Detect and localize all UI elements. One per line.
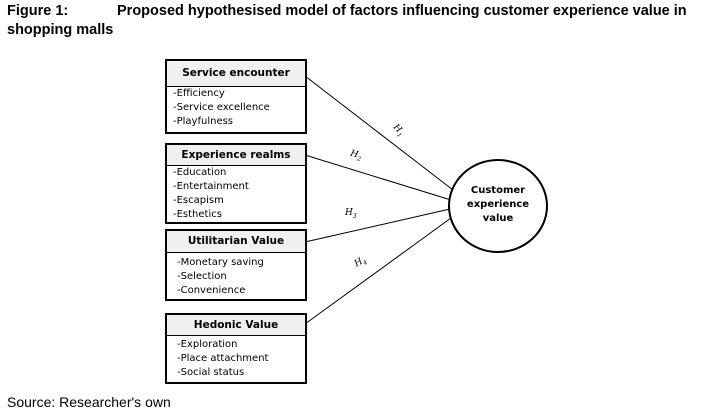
title-line-2: shopping malls <box>7 22 114 38</box>
box-item: -Exploration <box>177 339 238 350</box>
box-item: -Playfulness <box>173 116 234 127</box>
box-item: -Selection <box>177 271 227 282</box>
figure-label: Figure 1: <box>7 3 69 19</box>
box-item: -Social status <box>177 367 245 378</box>
box-title: Service encounter <box>167 61 305 87</box>
h4-path <box>304 217 452 325</box>
box-item: -Efficiency <box>173 88 225 99</box>
h2-path <box>304 154 452 201</box>
box-title: Hedonic Value <box>167 315 305 336</box>
box-utilitarian-value: Utilitarian Value -Monetary saving -Sele… <box>165 229 307 301</box>
box-title: Experience realms <box>167 145 305 166</box>
h3-label: H3 <box>345 208 357 220</box>
box-item: -Escapism <box>173 195 224 206</box>
h1-path <box>304 75 454 191</box>
box-item: -Education <box>173 167 227 178</box>
box-item: -Monetary saving <box>177 257 264 268</box>
outcome-line: Customer <box>470 185 526 196</box>
box-service-encounter: Service encounter -Efficiency -Service e… <box>165 59 307 134</box>
box-title: Utilitarian Value <box>167 231 305 253</box>
box-item: -Esthetics <box>173 209 222 220</box>
figure-title: Figure 1: Proposed hypothesised model of … <box>7 2 687 40</box>
subscript: 3 <box>352 212 357 220</box>
title-line-1: Proposed hypothesised model of factors i… <box>117 3 687 19</box>
h3-path <box>304 208 451 243</box>
source-note: Source: Researcher's own <box>7 394 171 410</box>
box-item: -Place attachment <box>177 353 269 364</box>
box-item: -Convenience <box>177 285 246 296</box>
outcome-line: value <box>482 213 514 224</box>
outcome-line: experience <box>466 199 530 210</box>
box-experience-realms: Experience realms -Education -Entertainm… <box>165 143 307 224</box>
outcome-ellipse <box>448 159 548 253</box>
box-hedonic-value: Hedonic Value -Exploration -Place attach… <box>165 313 307 384</box>
outcome-label: Customer experience value <box>455 184 541 226</box>
box-item: -Service excellence <box>173 102 270 113</box>
box-item: -Entertainment <box>173 181 249 192</box>
